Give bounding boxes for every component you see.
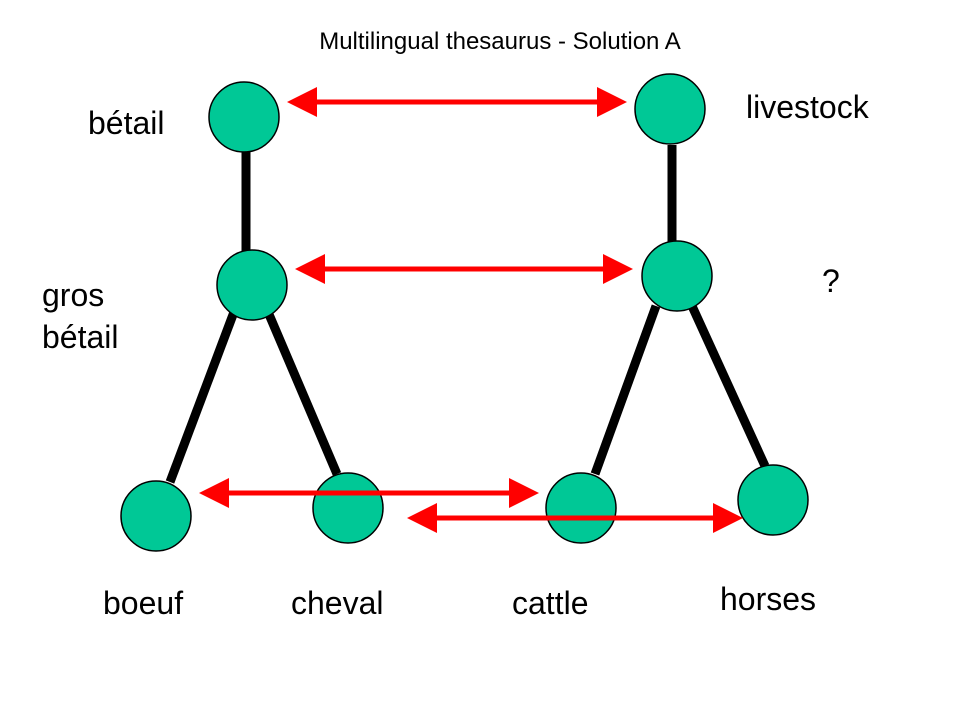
node-boeuf — [120, 480, 192, 552]
edge-middle-horses — [687, 304, 770, 468]
node-english-middle — [641, 240, 713, 312]
label-boeuf: boeuf — [103, 585, 184, 621]
label-horses: horses — [720, 581, 817, 617]
node-cheval — [312, 472, 384, 544]
node-betail — [208, 81, 280, 153]
edge-gros-betail-cheval — [263, 310, 342, 476]
node-gros-betail — [216, 249, 288, 321]
label-cattle: cattle — [512, 585, 589, 621]
label-gros-betail: gros bétail — [42, 274, 162, 358]
label-gros-betail-line1: gros — [42, 277, 105, 313]
label-betail: bétail — [88, 105, 165, 141]
node-cattle — [545, 472, 617, 544]
node-horses — [737, 464, 809, 536]
label-livestock: livestock — [746, 89, 869, 125]
label-english-middle: ? — [822, 263, 840, 299]
label-gros-betail-line2: bétail — [42, 319, 119, 355]
edge-middle-cattle — [590, 304, 661, 476]
diagram-title: Multilingual thesaurus - Solution A — [319, 28, 681, 55]
node-livestock — [634, 73, 706, 145]
label-cheval: cheval — [291, 585, 384, 621]
edge-gros-betail-boeuf — [165, 310, 239, 484]
